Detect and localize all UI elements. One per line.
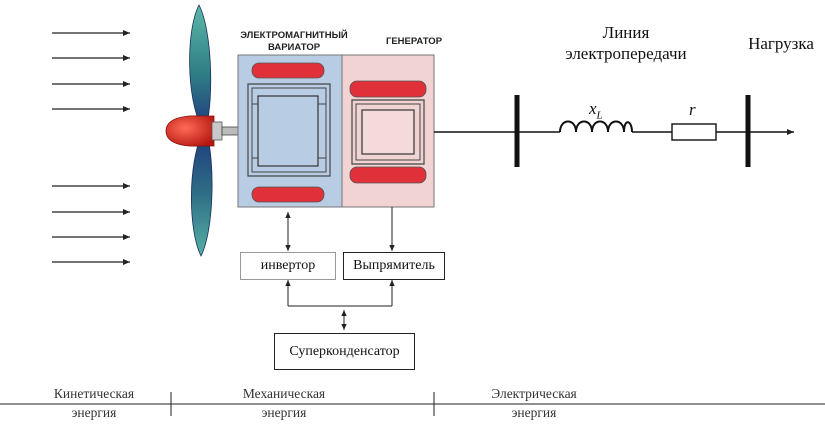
resistance-element [671, 123, 717, 141]
inductance-coil [559, 120, 633, 133]
mechanical-energy-label: Механическая энергия [222, 384, 346, 422]
resistance-label: r [689, 100, 696, 119]
mechanical-energy-line2: энергия [261, 405, 307, 420]
transmission-line [434, 95, 794, 167]
generator-title: ГЕНЕРАТОР [385, 36, 443, 47]
variator-magnet-top [251, 62, 325, 79]
generator [341, 54, 435, 208]
power-line-title-line2: электропередачи [565, 44, 687, 63]
rotor-hub [165, 115, 215, 147]
electrical-energy-label: Электрическая энергия [468, 384, 600, 422]
inductance-label: xL [589, 99, 603, 121]
inverter-box: инвертор [240, 252, 336, 280]
variator-title: ЭЛЕКТРОМАГНИТНЫЙ ВАРИАТОР [226, 30, 362, 54]
kinetic-energy-line1: Кинетическая [53, 386, 135, 401]
wind-turbine-rotor [165, 4, 223, 257]
variator-title-line2: ВАРИАТОР [267, 42, 321, 53]
lower-blade [190, 133, 213, 257]
electromagnetic-variator [237, 54, 343, 208]
generator-magnet-top [349, 80, 427, 98]
variator-title-line1: ЭЛЕКТРОМАГНИТНЫЙ [240, 30, 348, 41]
wind-arrows [52, 30, 130, 265]
variator-rotor [257, 95, 319, 167]
power-line-title: Линия электропередачи [540, 22, 712, 64]
generator-rotor [361, 109, 415, 155]
load-title: Нагрузка [748, 34, 814, 53]
inductance-symbol: x [589, 99, 597, 118]
electrical-energy-line2: энергия [511, 405, 557, 420]
upper-blade [189, 4, 212, 129]
energy-axis [0, 392, 825, 416]
inductance-subscript: L [596, 109, 603, 122]
mechanical-energy-line1: Механическая [242, 386, 326, 401]
hub-collar [211, 121, 223, 141]
supercapacitor-box: Суперконденсатор [274, 333, 415, 370]
electrical-energy-line1: Электрическая [491, 386, 577, 401]
control-wiring [285, 207, 395, 330]
kinetic-energy-line2: энергия [71, 405, 117, 420]
power-line-title-line1: Линия [602, 23, 650, 42]
generator-magnet-bottom [349, 166, 427, 184]
variator-magnet-bottom [251, 186, 325, 203]
rectifier-box: Выпрямитель [343, 252, 445, 280]
kinetic-energy-label: Кинетическая энергия [30, 384, 158, 422]
